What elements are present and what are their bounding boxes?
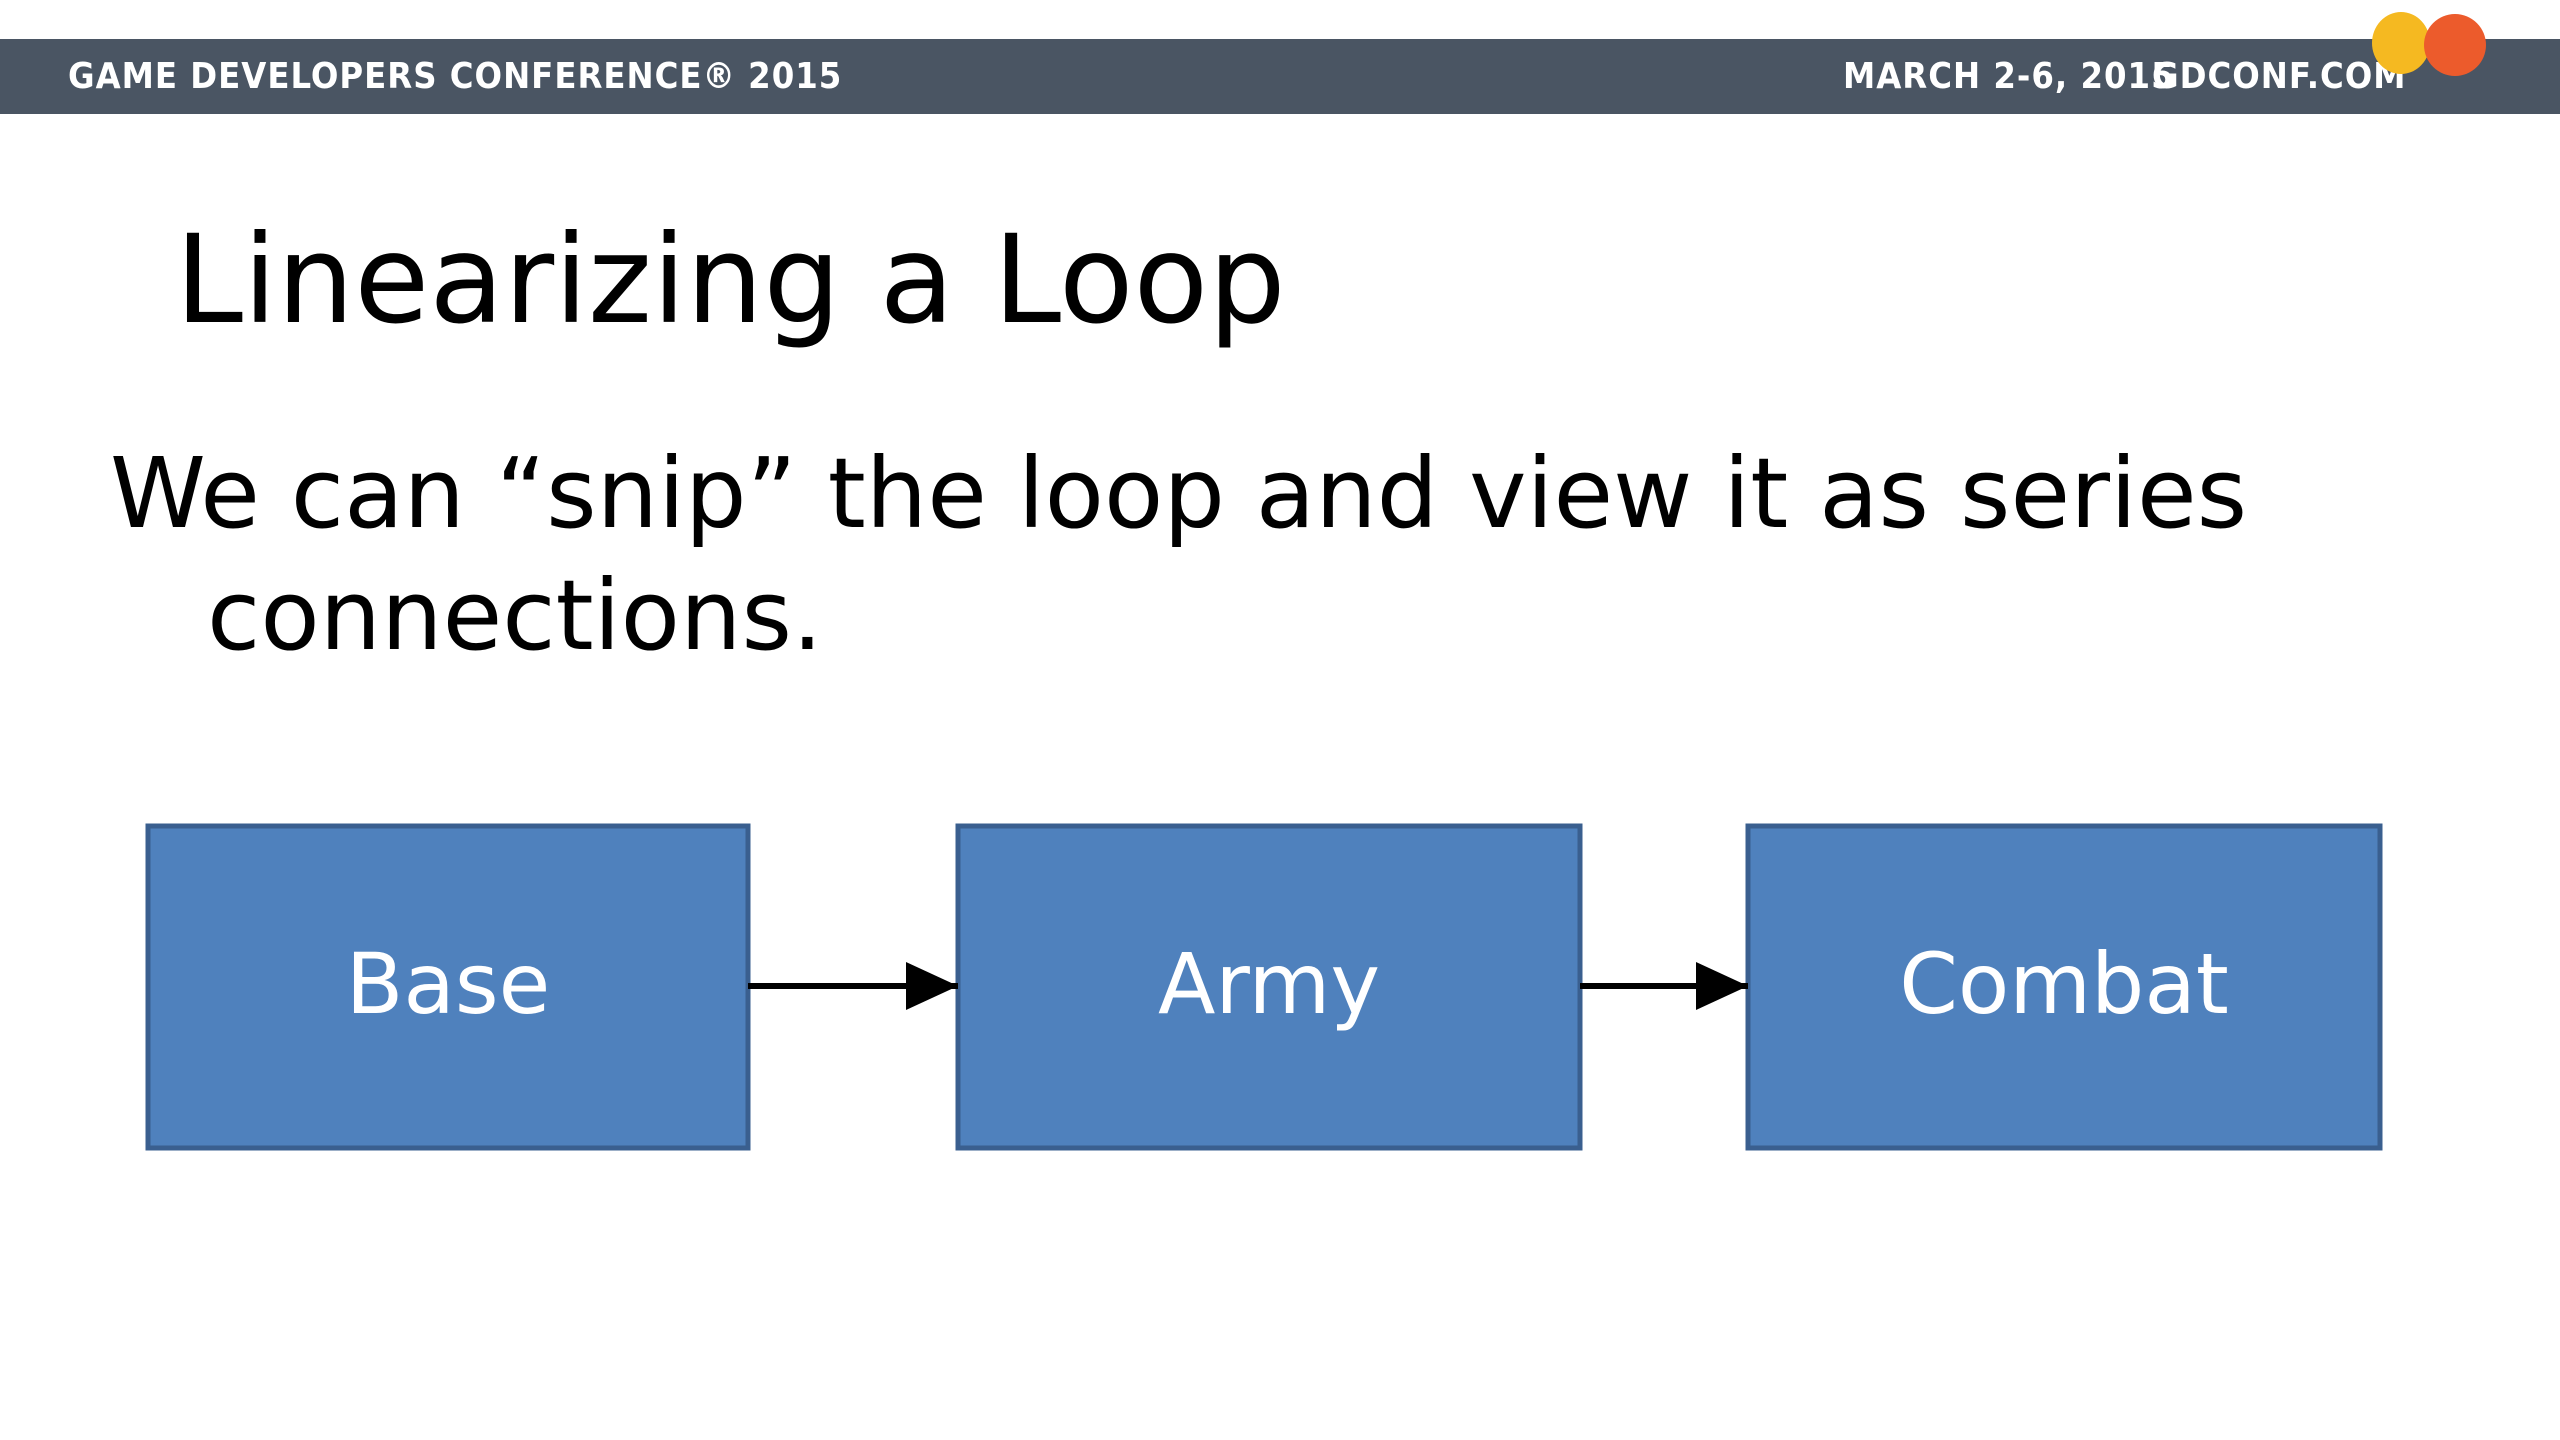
body-line-1: We can “snip” the loop and view it as se…	[110, 437, 2248, 550]
body-line-2: connections.	[207, 559, 823, 672]
body-text: We can “snip” the loop and view it as se…	[110, 433, 2440, 677]
header-bar: GAME DEVELOPERS CONFERENCE® 2015 MARCH 2…	[0, 39, 2560, 114]
node-combat: Combat	[1745, 823, 2383, 1151]
logo-orange-circle-icon	[2424, 14, 2486, 76]
node-army-label: Army	[1158, 935, 1380, 1033]
node-base-label: Base	[346, 935, 551, 1033]
slide-title: Linearizing a Loop	[175, 209, 1286, 351]
edge-base-army	[748, 962, 958, 1010]
node-army-box	[955, 823, 1583, 1151]
event-date: MARCH 2-6, 2015	[1843, 56, 2175, 97]
event-site: GDCONF.COM	[2152, 56, 2407, 97]
node-army: Army	[955, 823, 1583, 1151]
conference-name: GAME DEVELOPERS CONFERENCE® 2015	[68, 56, 843, 97]
node-combat-label: Combat	[1899, 935, 2229, 1033]
arrowhead-base-to-army-icon	[906, 962, 958, 1010]
logo-yellow-circle-icon	[2372, 12, 2430, 74]
arrowhead-army-to-combat-icon	[1696, 962, 1748, 1010]
edge-army-combat	[1580, 962, 1748, 1010]
node-base: Base	[145, 823, 751, 1151]
